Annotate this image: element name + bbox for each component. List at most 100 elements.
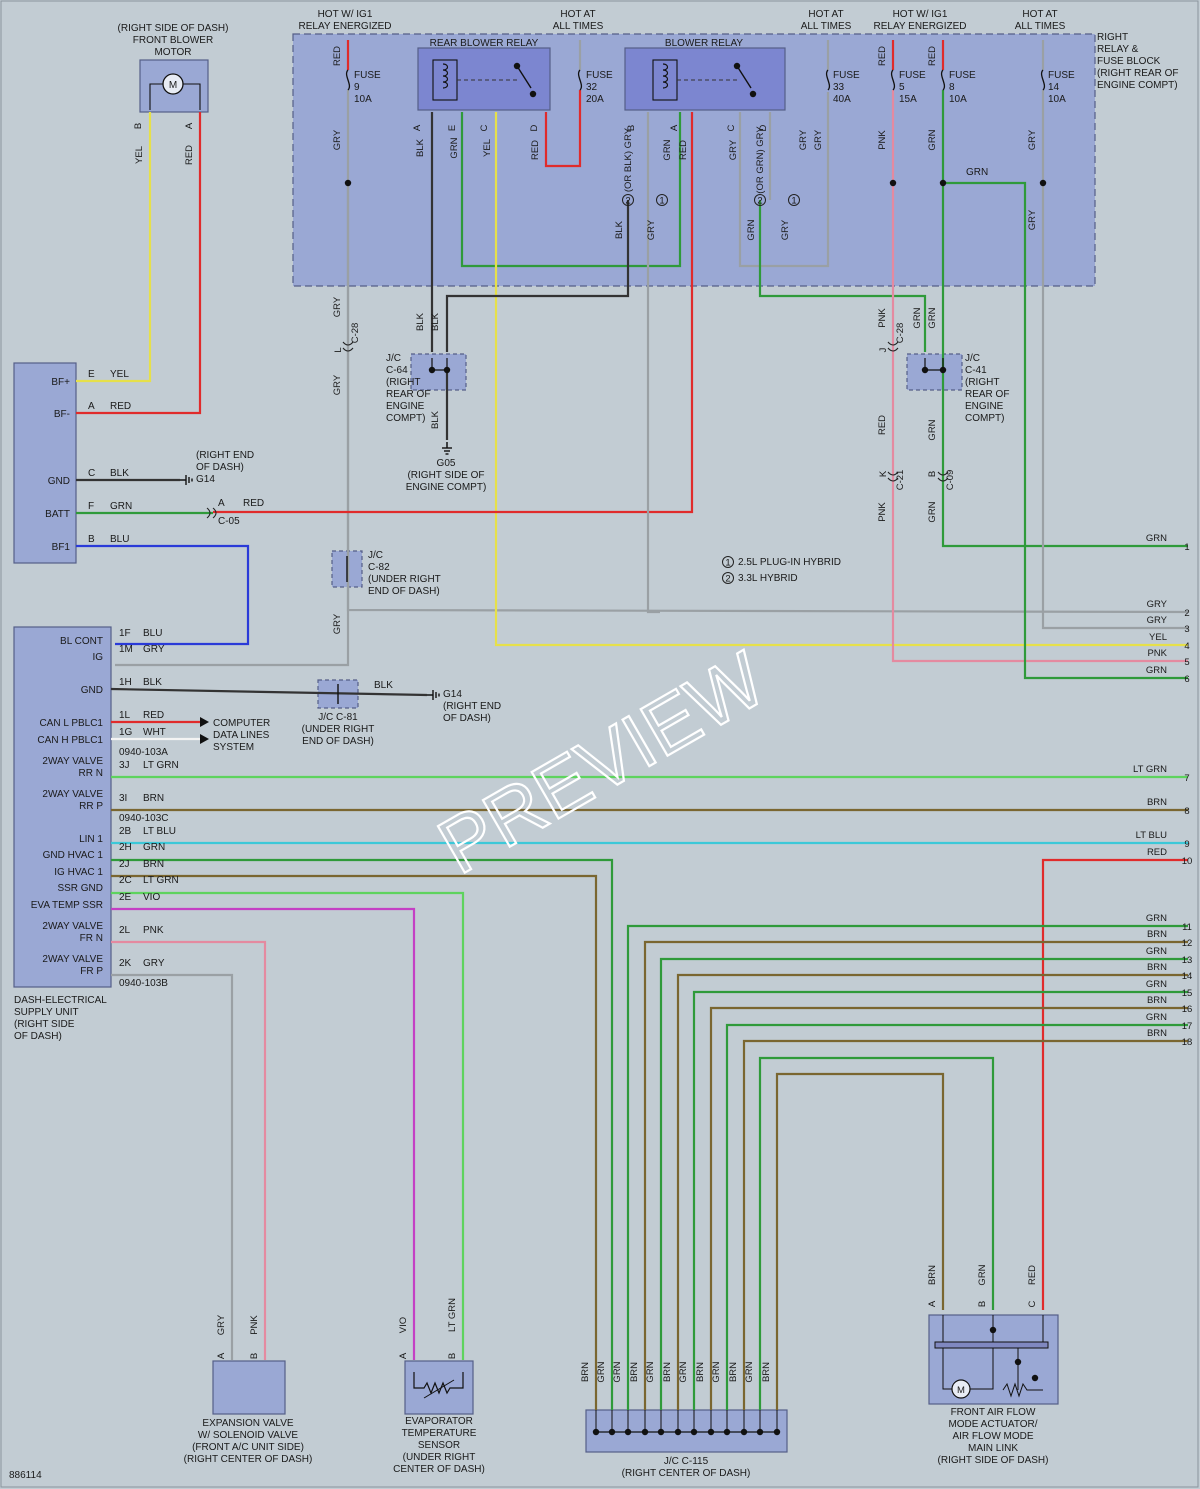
wire-color-label: BLK bbox=[374, 680, 393, 691]
dsu-pin-label: GND bbox=[81, 685, 103, 696]
bfc-pin-id: B bbox=[88, 534, 95, 545]
splice-dot bbox=[889, 179, 897, 187]
jc-c41-label: COMPT) bbox=[965, 413, 1004, 424]
connector-id: 0940-103C bbox=[119, 813, 168, 824]
dsu-wire-color: RED bbox=[143, 710, 164, 721]
jc-c64-bus bbox=[431, 358, 448, 371]
wire-color-label: GRN bbox=[912, 307, 923, 328]
wire-color-label: BLK bbox=[430, 312, 441, 331]
right-edge-wire-color: RED bbox=[1147, 847, 1167, 858]
right-edge-wire-color: BRN bbox=[1147, 797, 1167, 808]
dsu-wire-color: BRN bbox=[143, 859, 164, 870]
wire-color-label: GRN bbox=[927, 501, 938, 522]
fuse-32: 20A bbox=[586, 94, 604, 105]
eva-temp-vio bbox=[111, 907, 416, 1360]
blower-c-gry bbox=[738, 92, 830, 268]
connector-id: 0940-103A bbox=[119, 747, 168, 758]
wire-color-label: YEL bbox=[134, 146, 145, 164]
jc115-dot bbox=[592, 1428, 600, 1436]
motor-lead bbox=[183, 83, 201, 110]
jc115-right-16 bbox=[709, 1006, 1188, 1410]
fuse-33: FUSE bbox=[833, 70, 860, 81]
wire-color-label: BRN bbox=[927, 1265, 938, 1285]
pin-id: L bbox=[333, 347, 344, 352]
splice-dot bbox=[939, 366, 947, 374]
jc-c81-label: (UNDER RIGHT bbox=[302, 724, 375, 735]
wire-color-label: GRY bbox=[332, 613, 343, 634]
actuator-dot bbox=[989, 1326, 997, 1334]
motor-pin: A bbox=[184, 122, 195, 129]
wire-color-label: GRN bbox=[977, 1264, 988, 1285]
dsu-pin-label: IG bbox=[92, 652, 103, 663]
variant-marker-icon bbox=[656, 194, 668, 206]
relay-block-label: FUSE BLOCK bbox=[1097, 56, 1161, 67]
rear-blower-relay-contact bbox=[529, 90, 537, 98]
blower-fan-controller bbox=[13, 362, 77, 564]
dsu-wire-color: LT GRN bbox=[143, 875, 179, 886]
dsu-label: DASH-ELECTRICAL bbox=[14, 995, 107, 1006]
hot-at-all-times-1: HOT AT bbox=[560, 9, 595, 20]
blower-relay-switch-icon bbox=[736, 65, 752, 89]
jc115-dot bbox=[723, 1428, 731, 1436]
variant-marker-icon bbox=[622, 194, 634, 206]
right-edge-wire-color: YEL bbox=[1149, 632, 1167, 643]
jc-c115-label: (RIGHT CENTER OF DASH) bbox=[622, 1468, 751, 1479]
jc-c41-bus bbox=[924, 358, 944, 371]
wire-color-label: GRY bbox=[728, 139, 739, 160]
actuator-lead bbox=[970, 1348, 994, 1390]
dsu-pin-id: 2K bbox=[119, 958, 132, 969]
wire-color-label: VIO bbox=[398, 1317, 409, 1333]
c09-connector-icon bbox=[937, 471, 949, 482]
g14-dsu-label: OF DASH) bbox=[443, 713, 491, 724]
jc115-wire-label: BRN bbox=[662, 1362, 673, 1382]
dsu-wire-color: LT GRN bbox=[143, 760, 179, 771]
dsu-wire-color: GRN bbox=[143, 842, 165, 853]
wire-color-label: GRY bbox=[780, 219, 791, 240]
g05-label: (RIGHT SIDE OF bbox=[407, 470, 484, 481]
right-edge-number: 7 bbox=[1184, 773, 1189, 784]
dsu-pin-id: 3J bbox=[119, 760, 130, 771]
wire-color-label: (OR GRN) GRY bbox=[755, 126, 766, 194]
dsu-pin-id: 2E bbox=[119, 892, 132, 903]
bfc-wire-color: RED bbox=[110, 401, 131, 412]
right-edge-wire-color: GRN bbox=[1146, 665, 1167, 676]
dsu-pin-id: 1G bbox=[119, 727, 133, 738]
dash-electrical-supply-unit bbox=[13, 626, 112, 988]
jc-c64-box bbox=[410, 353, 467, 391]
air-flow-actuator-label: (RIGHT SIDE OF DASH) bbox=[938, 1455, 1049, 1466]
fuse-14: FUSE bbox=[1048, 70, 1075, 81]
wire-color-label: RED bbox=[877, 46, 888, 66]
wire-color-label: GRN bbox=[662, 139, 673, 160]
blower-relay bbox=[624, 47, 786, 111]
jc115-dot bbox=[641, 1428, 649, 1436]
jc-c82-label: END OF DASH) bbox=[368, 586, 440, 597]
dsu-label: OF DASH) bbox=[14, 1031, 62, 1042]
blower-relay-contact bbox=[749, 90, 757, 98]
right-edge-number: 13 bbox=[1182, 955, 1193, 966]
dsu-pin-id: 1H bbox=[119, 677, 132, 688]
jc-c41-label: (RIGHT bbox=[965, 377, 999, 388]
g14-dsu-label: G14 bbox=[443, 689, 462, 700]
pin-id: C bbox=[1027, 1300, 1038, 1307]
dsu-pin-label: FR P bbox=[80, 966, 103, 977]
motor-lead bbox=[149, 83, 163, 110]
right-edge-number: 8 bbox=[1184, 806, 1189, 817]
dsu-wire-color: GRY bbox=[143, 644, 165, 655]
thermistor-arrow bbox=[423, 1379, 455, 1399]
evap-sensor-label: TEMPERATURE bbox=[402, 1428, 477, 1439]
hot-ig1-left: HOT W/ IG1 bbox=[318, 9, 373, 20]
air-flow-actuator-label: AIR FLOW MODE bbox=[952, 1431, 1033, 1442]
jc115-wire-label: GRN bbox=[711, 1361, 722, 1382]
rear-blower-relay-coil-icon bbox=[442, 63, 449, 89]
jc115-right-12 bbox=[643, 940, 1188, 1410]
wire-color-label: RED bbox=[243, 498, 264, 509]
fuse-icon bbox=[1040, 69, 1046, 91]
jc-c41-label: REAR OF bbox=[965, 389, 1009, 400]
dsu-2j-brn bbox=[111, 874, 598, 1410]
dsu-pin-label: 2WAY VALVE bbox=[42, 756, 103, 767]
dsu-pin-label: CAN H PBLC1 bbox=[37, 735, 103, 746]
jc115-right-14 bbox=[676, 973, 1188, 1410]
rear-relay-pin: D bbox=[529, 124, 540, 131]
dsu-pin-label: EVA TEMP SSR bbox=[31, 900, 103, 911]
fuse-5: FUSE bbox=[899, 70, 926, 81]
